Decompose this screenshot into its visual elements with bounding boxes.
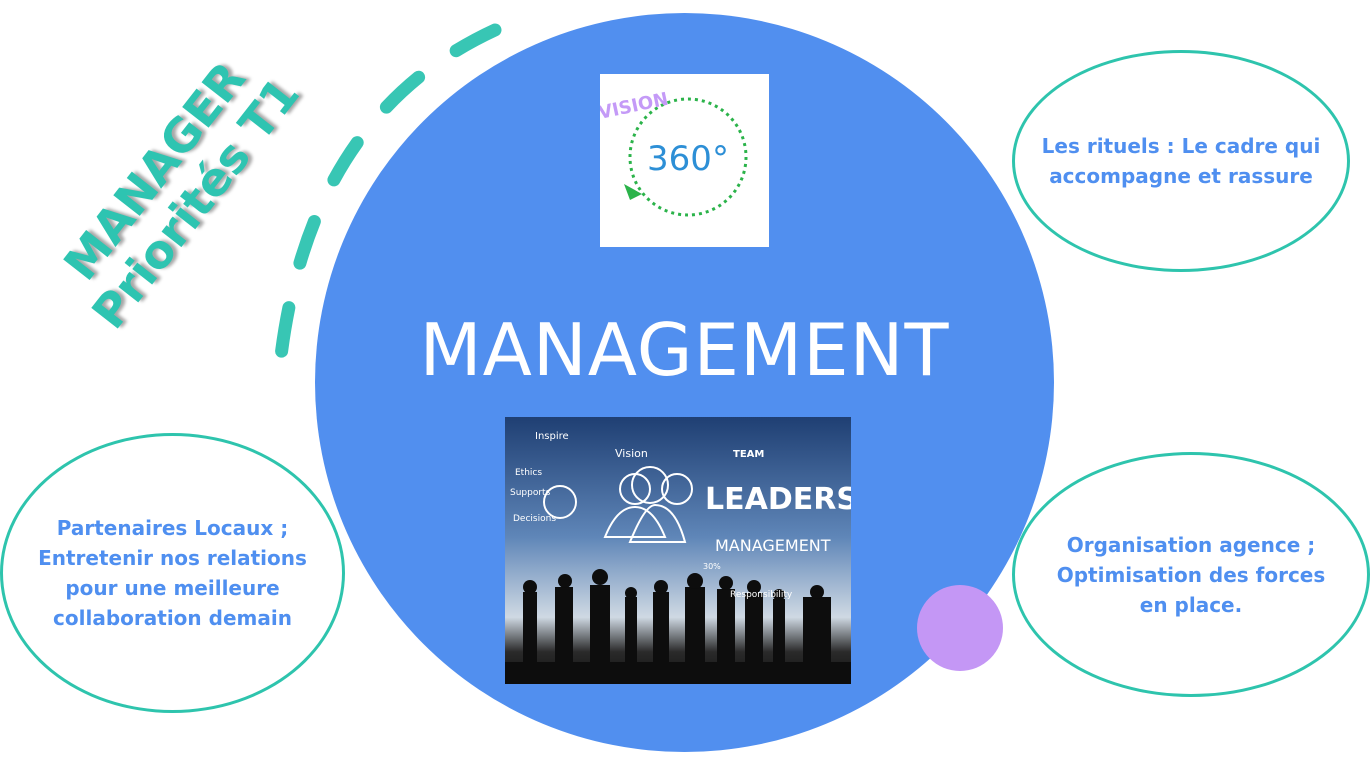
vision-360-image: VISION 360° (597, 74, 769, 247)
leadership-photo: Inspire Vision Ethics Supports Decisions… (505, 417, 851, 684)
bubble-partenaires: Partenaires Locaux ; Entretenir nos rela… (0, 433, 345, 713)
bubble-text: Partenaires Locaux ; Entretenir nos rela… (38, 516, 307, 630)
bubble-text: Organisation agence ; Optimisation des f… (1056, 532, 1326, 617)
photo-word: Vision (615, 447, 648, 460)
bubble-organisation: Organisation agence ; Optimisation des f… (1012, 452, 1370, 697)
photo-word: Responsibility (730, 590, 793, 600)
photo-word: TEAM (733, 449, 764, 460)
photo-word: Ethics (515, 468, 542, 478)
vision-label: VISION (600, 89, 670, 124)
photo-word: Supports (510, 488, 551, 498)
photo-word: Decisions (513, 514, 556, 524)
main-title: MANAGEMENT (419, 308, 950, 392)
bubble-rituels: Les rituels : Le cadre qui accompagne et… (1012, 50, 1350, 272)
photo-word: 30% (703, 562, 721, 571)
vision-value: 360° (647, 139, 729, 179)
purple-dot (917, 585, 1003, 671)
photo-word: MANAGEMENT (715, 536, 831, 555)
photo-word: Inspire (535, 431, 569, 442)
photo-word: LEADERSHIP (705, 482, 851, 517)
bubble-text: Les rituels : Le cadre qui accompagne et… (1041, 134, 1321, 188)
